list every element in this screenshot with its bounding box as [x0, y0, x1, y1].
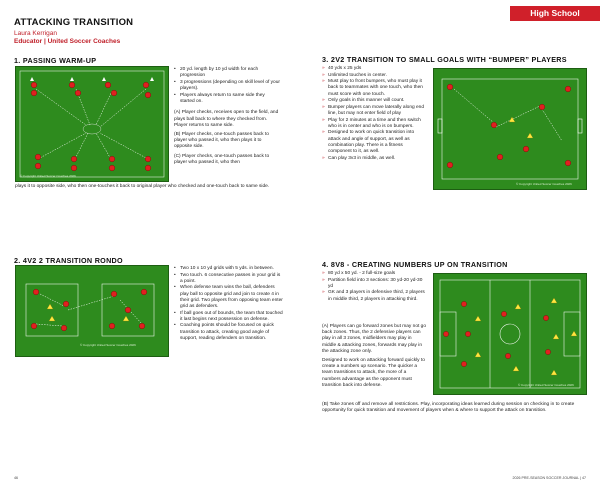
small-goals — [437, 118, 583, 134]
drill-diagram-1: © Copyright United Soccer Coaches 2026 — [15, 66, 169, 182]
s4-para-a: (A) Players can go forward zones but may… — [322, 324, 426, 354]
author-name: Laura Kerrigan — [14, 30, 57, 37]
level-badge: High School — [510, 6, 600, 21]
players-red — [30, 81, 151, 171]
pass-lines — [35, 88, 149, 162]
s3-bullet: Bumper players can move laterally along … — [322, 105, 426, 117]
s2-bullet: Two 10 x 10 yd grids with 5 yds. in betw… — [174, 266, 284, 272]
players-yellow — [46, 303, 130, 322]
section-4-heading: 4. 8V8 - CREATING NUMBERS UP ON TRANSITI… — [322, 260, 508, 269]
s1-bullet: 20 yd. length by 10 yd width for each pr… — [174, 67, 280, 79]
diagram-3-graphic: © Copyright United Soccer Coaches 2026 — [437, 78, 583, 186]
s4-para-b: Designed to work on attacking forward qu… — [322, 358, 425, 388]
goal-net — [82, 123, 102, 135]
s2-bullet: Coaching points should be focused on qui… — [174, 323, 284, 342]
pass-lines — [35, 293, 143, 327]
s4-bullet: Partition field into 3 sections: 30 yd-2… — [322, 278, 426, 290]
section-3-heading: 3. 2V2 TRANSITION TO SMALL GOALS WITH “B… — [322, 55, 567, 64]
s1-bullet: Players always return to same side they … — [174, 93, 280, 105]
section-4-list: 80 yd x 50 yd. - 2 full-size goals Parti… — [322, 271, 426, 303]
right-page-footer: 2026 PRE-SEASON SOCCER JOURNAL | 47 — [512, 476, 587, 480]
section-2-text: Two 10 x 10 yd grids with 5 yds. in betw… — [174, 266, 284, 342]
players-red — [443, 301, 551, 367]
s3-bullet: Must play to front bumpers, who must pla… — [322, 79, 426, 98]
s3-bullet: 40 yds x 25 yds — [322, 66, 426, 72]
players-red — [30, 289, 147, 332]
s2-bullet: If ball goes out of bounds, the team tha… — [174, 311, 284, 323]
players-yellow — [508, 116, 534, 139]
s1-para-c-wrap: plays it to opposite side, who then one-… — [15, 184, 270, 189]
s1-para-b: (B) Player checks, one-touch passes back… — [174, 132, 269, 150]
section-1-text: 20 yd. length by 10 yd width for each pr… — [174, 67, 280, 166]
cones — [30, 77, 154, 81]
drill-diagram-3: © Copyright United Soccer Coaches 2026 — [433, 68, 587, 190]
pass-lines — [453, 88, 563, 142]
article-title: ATTACKING TRANSITION — [14, 17, 134, 28]
players-yellow — [474, 297, 578, 376]
diagram-1-copyright: © Copyright United Soccer Coaches 2026 — [20, 174, 76, 178]
diagram-3-copyright: © Copyright United Soccer Coaches 2026 — [516, 182, 572, 186]
s4-bullet: GK and 3 players in defensive third, 2 p… — [322, 290, 426, 302]
left-page-number: 46 — [14, 476, 18, 480]
drill-diagram-2: © Copyright United Soccer Coaches 2026 — [15, 265, 169, 357]
diagram-2-copyright: © Copyright United Soccer Coaches 2026 — [80, 343, 136, 347]
diagram-4-copyright: © Copyright United Soccer Coaches 2026 — [518, 383, 574, 387]
s3-bullet: Play for 2 minutes at a time and then sw… — [322, 118, 426, 130]
players-red — [446, 83, 571, 168]
s3-bullet: Only goals in this manner will count. — [322, 98, 426, 104]
diagram-2-graphic: © Copyright United Soccer Coaches 2026 — [25, 283, 155, 347]
diagram-4-graphic: © Copyright United Soccer Coaches 2026 — [439, 279, 581, 389]
diagram-1-graphic: © Copyright United Soccer Coaches 2026 — [19, 70, 165, 178]
section-2-heading: 2. 4V2 2 TRANSITION RONDO — [14, 256, 123, 265]
s3-bullet: Designed to work on quick transition int… — [322, 130, 426, 155]
s2-bullet: Two touch. 6 consecutive passes in your … — [174, 273, 284, 285]
s4-bullet: 80 yd x 50 yd. - 2 full-size goals — [322, 271, 426, 277]
s2-bullet: When defense team wins the ball, defende… — [174, 285, 284, 310]
drill-diagram-4: © Copyright United Soccer Coaches 2026 — [433, 273, 587, 395]
s1-bullet: 3 progressions (depending on skill level… — [174, 80, 280, 92]
section-3-text: 40 yds x 25 yds Unlimited touches in cen… — [322, 66, 426, 162]
section-4-paras: (A) Players can go forward zones but may… — [322, 324, 426, 392]
section-1-heading: 1. PASSING WARM-UP — [14, 56, 97, 65]
s1-para-a: (A) Player checks, receives open to the … — [174, 110, 279, 128]
s1-para-c: (C) Player checks, one-touch passes back… — [174, 153, 270, 165]
s3-bullet: Unlimited touches in center. — [322, 73, 426, 79]
s4-para-c: (B) Take zones off and remove all restri… — [322, 402, 575, 414]
s3-bullet: Can play 3v3 in middle, as well. — [322, 156, 426, 162]
author-affiliation: Educator | United Soccer Coaches — [14, 38, 121, 45]
